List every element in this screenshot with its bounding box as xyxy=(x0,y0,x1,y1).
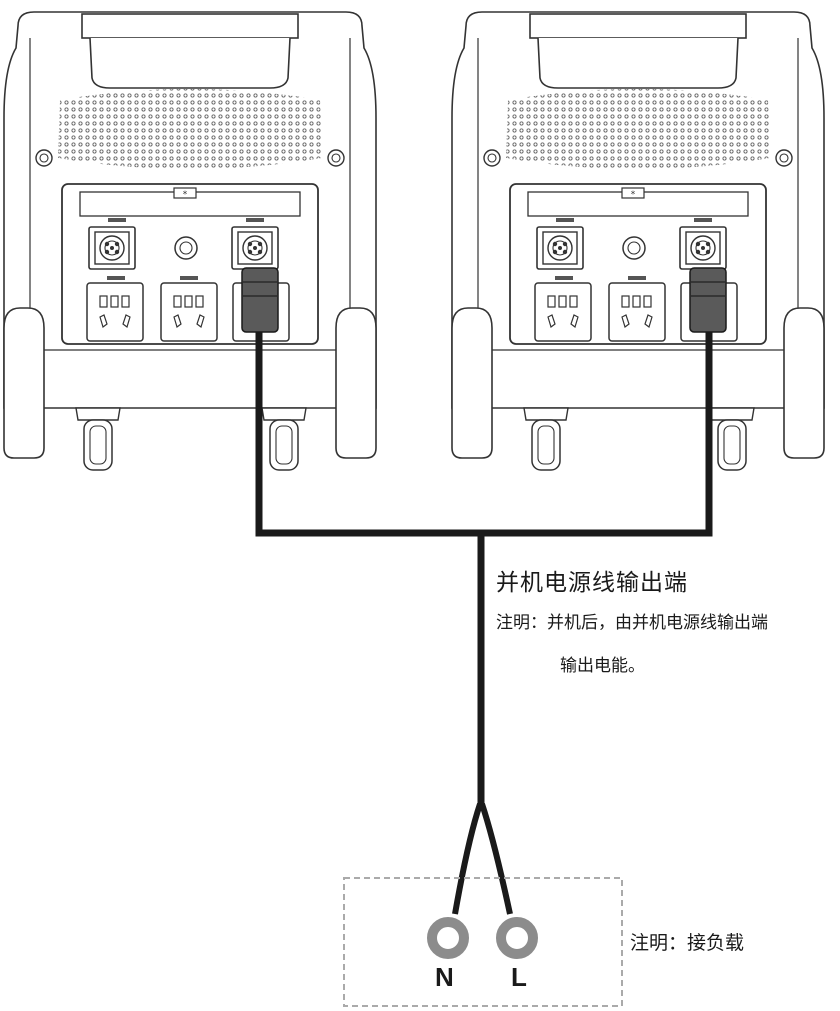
load-box xyxy=(343,877,623,1007)
cable-plug-right xyxy=(689,267,727,333)
terminal-n-ring xyxy=(427,917,469,959)
terminal-l-ring xyxy=(496,917,538,959)
generator-unit-left xyxy=(4,12,376,470)
output-note-line1: 注明：并机后，由并机电源线输出端 xyxy=(496,613,768,633)
cable-plug-left xyxy=(241,267,279,333)
parallel-cable xyxy=(255,332,713,915)
terminal-n-label: N xyxy=(435,962,454,992)
output-terminal-title: 并机电源线输出端 xyxy=(496,570,688,596)
generator-unit-right xyxy=(452,12,824,470)
output-note-line2: 输出电能。 xyxy=(560,656,645,676)
load-note: 注明：接负载 xyxy=(630,932,745,954)
terminal-l-label: L xyxy=(511,962,527,992)
